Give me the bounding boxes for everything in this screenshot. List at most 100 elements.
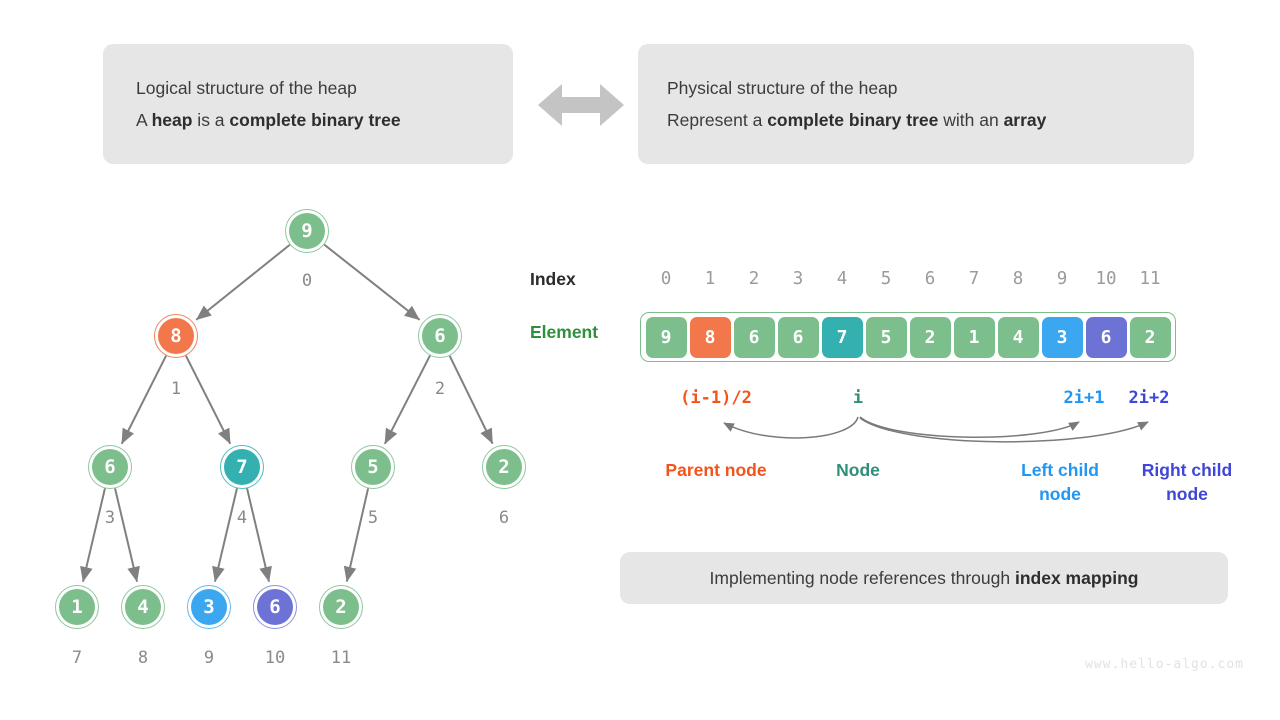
node-value: 6	[422, 318, 458, 354]
node-value: 7	[224, 449, 260, 485]
logical-structure-caption: Logical structure of the heap A heap is …	[103, 44, 513, 164]
node-value: 1	[59, 589, 95, 625]
node-value: 6	[92, 449, 128, 485]
parent-node-role: Parent node	[665, 459, 766, 483]
tree-node-index-label: 4	[236, 508, 248, 528]
tree-edge	[343, 488, 370, 583]
node-ring	[351, 445, 395, 489]
node-value: 5	[355, 449, 391, 485]
node-ring	[220, 445, 264, 489]
node-ring	[418, 314, 462, 358]
node-value: 3	[191, 589, 227, 625]
array-index-9: 9	[1056, 269, 1068, 289]
node-role: Node	[836, 459, 880, 483]
tree-edge	[195, 243, 291, 321]
array-cell-4[interactable]: 7	[821, 316, 863, 358]
tree-node-index-label: 5	[367, 508, 379, 528]
array-index-3: 3	[792, 269, 804, 289]
watermark: www.hello-algo.com	[1085, 657, 1244, 672]
mapping-caption-text: Implementing node references through ind…	[710, 562, 1139, 594]
index-row-label: Index	[530, 269, 576, 289]
right-child-formula: 2i+2	[1128, 388, 1170, 408]
array-cell-0[interactable]: 9	[645, 316, 687, 358]
logical-caption-line-1: Logical structure of the heap	[136, 77, 357, 98]
array-index-5: 5	[880, 269, 892, 289]
array-index-2: 2	[748, 269, 760, 289]
node-ring	[482, 445, 526, 489]
array-cell-7[interactable]: 1	[953, 316, 995, 358]
array-cell-10[interactable]: 6	[1085, 316, 1127, 358]
logical-l2-bold1: heap	[151, 110, 193, 130]
node-value: 4	[125, 589, 161, 625]
element-row-label: Element	[530, 322, 599, 342]
tree-node-index-label: 1	[170, 379, 182, 399]
index-mapping-arrows	[723, 416, 1149, 443]
node-value: 9	[289, 213, 325, 249]
tree-leaf-index-label: 11	[330, 648, 352, 668]
tree-leaf-index-label: 8	[137, 648, 149, 668]
tree-edge	[383, 355, 431, 445]
node-value: 2	[323, 589, 359, 625]
parent-role-line1: Parent node	[665, 460, 767, 480]
node-ring	[319, 585, 363, 629]
physical-l2-bold1: complete binary tree	[767, 110, 939, 130]
array-cell-6[interactable]: 2	[909, 316, 951, 358]
right-role-line1: Right child	[1141, 460, 1233, 480]
array-index-0: 0	[660, 269, 672, 289]
array-index-4: 4	[836, 269, 848, 289]
logical-l2-mid: is a	[192, 110, 230, 130]
tree-edges	[80, 243, 494, 583]
array-cell-1[interactable]: 8	[689, 316, 731, 358]
array-cell-11[interactable]: 2	[1129, 316, 1171, 358]
physical-caption-line-2: Represent a complete binary tree with an…	[667, 104, 1165, 136]
right-child-role: Right child node	[1142, 459, 1232, 506]
array-index-11: 11	[1139, 269, 1161, 289]
logical-caption-line-2: A heap is a complete binary tree	[136, 104, 480, 136]
mapping-prefix: Implementing node references through	[709, 567, 1015, 588]
right-role-line2: node	[1166, 483, 1208, 504]
tree-node-index-label: 0	[301, 271, 313, 291]
array-cell-5[interactable]: 5	[865, 316, 907, 358]
node-role-line1: Node	[836, 460, 880, 480]
tree-edge	[120, 355, 167, 445]
left-role-line2: node	[1039, 483, 1081, 504]
parent-formula: (i-1)/2	[680, 388, 752, 408]
tree-edge	[448, 355, 494, 445]
index-mapping-caption: Implementing node references through ind…	[620, 552, 1228, 604]
left-child-role: Left child node	[1021, 459, 1099, 506]
tree-edge	[323, 243, 421, 321]
array-index-8: 8	[1012, 269, 1024, 289]
mapping-bold: index mapping	[1014, 567, 1139, 588]
tree-edge	[212, 488, 238, 583]
array-index-10: 10	[1095, 269, 1117, 289]
tree-node-index-label: 6	[498, 508, 510, 528]
node-ring	[253, 585, 297, 629]
tree-edge	[114, 488, 140, 583]
array-index-6: 6	[924, 269, 936, 289]
tree-edge	[185, 355, 232, 445]
node-ring	[121, 585, 165, 629]
array-cell-3[interactable]: 6	[777, 316, 819, 358]
node-ring	[187, 585, 231, 629]
node-value: 8	[158, 318, 194, 354]
physical-caption-line-1: Physical structure of the heap	[667, 77, 898, 98]
array-cell-2[interactable]: 6	[733, 316, 775, 358]
double-arrow-icon	[538, 82, 624, 128]
array-cell-8[interactable]: 4	[997, 316, 1039, 358]
tree-leaf-index-label: 10	[264, 648, 286, 668]
node-ring	[88, 445, 132, 489]
node-ring	[55, 585, 99, 629]
node-formula: i	[852, 388, 864, 408]
tree-node-index-label: 3	[104, 508, 116, 528]
logical-l2-prefix: A	[136, 110, 152, 130]
left-role-line1: Left child	[1021, 460, 1099, 480]
array-index-1: 1	[704, 269, 716, 289]
physical-l2-prefix: Represent a	[667, 110, 768, 130]
array-cell-9[interactable]: 3	[1041, 316, 1083, 358]
tree-leaf-index-label: 7	[71, 648, 83, 668]
node-value: 6	[257, 589, 293, 625]
tree-node-index-label: 2	[434, 379, 446, 399]
node-ring	[285, 209, 329, 253]
